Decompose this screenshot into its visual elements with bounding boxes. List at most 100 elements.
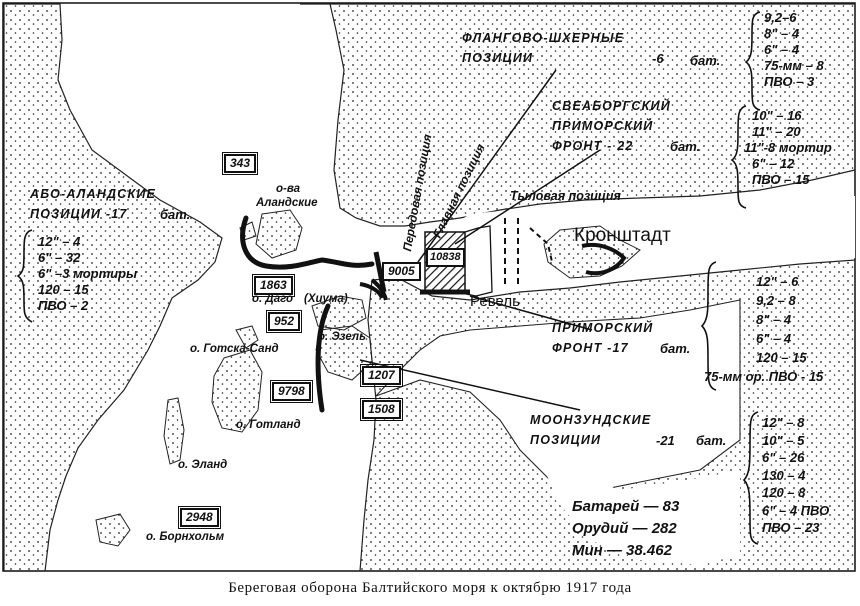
- abo-item: 120 – 15: [38, 282, 89, 297]
- sveaborg-list: 10" – 16 11" – 20 11"-8 мортир 6" – 12 П…: [744, 108, 832, 188]
- abo-title-1: АБО-АЛАНДСКИЕ: [30, 187, 157, 201]
- sveaborg-item: ПВО – 15: [752, 172, 810, 187]
- depth-box-1863: 1863: [252, 274, 295, 297]
- moon-item: 6" – 4 ПВО: [762, 502, 830, 518]
- aland-label-1: о-ва: [276, 183, 301, 195]
- moon-item: 10" – 5: [762, 432, 805, 448]
- sveaborg-unit: бат.: [670, 139, 701, 154]
- ezel-label: о. Эзель: [318, 331, 366, 343]
- depth-box-343: 343: [221, 152, 259, 175]
- depth-box-9005: 9005: [382, 262, 421, 281]
- bornholm-island: [95, 513, 131, 547]
- brace-primorsky: [700, 261, 717, 391]
- abo-list: 12" – 4 6" – 32 6" –3 мортиры 120 – 15 П…: [38, 234, 137, 314]
- primorsky-item: 120 – 15: [756, 350, 807, 365]
- depth-box-1508: 1508: [360, 398, 403, 421]
- totals-block: Батарей — 83 Орудий — 282 Мин — 38.462: [572, 496, 679, 562]
- abo-unit: бат.: [160, 207, 191, 222]
- oland-island: [163, 397, 185, 465]
- sweden-coast: [3, 3, 223, 572]
- primorsky-item: 12" – 6: [756, 274, 799, 289]
- aland-label-2: Аландские: [256, 197, 318, 209]
- flang-item: 9,2–6: [764, 10, 797, 25]
- flang-title-1: ФЛАНГОВО-ШХЕРНЫЕ: [462, 31, 625, 45]
- dago-arc: [359, 282, 384, 299]
- gulf-of-finland-water: [420, 196, 855, 296]
- primorsky-item: 9,2 – 8: [756, 293, 796, 308]
- moonsund-arc: [315, 303, 331, 413]
- moon-item: 12" – 8: [762, 415, 805, 430]
- primorsky-unit: бат.: [660, 341, 691, 356]
- moon-title-2: ПОЗИЦИИ: [530, 433, 602, 447]
- gotska-label: о. Готска-Санд: [190, 343, 279, 355]
- depth-box-952: 952: [265, 310, 303, 333]
- moon-item: 120 – 8: [762, 485, 806, 500]
- moon-title-1: МООНЗУНДСКИЕ: [530, 413, 652, 427]
- moon-unit: бат.: [696, 433, 727, 448]
- gotland-label: о. Готланд: [236, 419, 301, 431]
- sveaborg-title-1: СВЕАБОРГСКИЙ: [552, 99, 671, 113]
- depth-box-1207: 1207: [360, 364, 403, 387]
- leader-primorsky: [469, 295, 593, 331]
- moon-list: 12" – 8 10" – 5 6" – 26 130 – 4 120 – 8 …: [762, 414, 829, 537]
- dago-label: о. Даго: [252, 293, 293, 305]
- sveaborg-item: 11" – 20: [752, 124, 801, 139]
- moon-item: ПВО – 23: [762, 520, 820, 535]
- brace-sveaborg: [730, 105, 747, 209]
- southeast-bay: [540, 460, 740, 565]
- abo-item: 6" – 32: [38, 250, 81, 265]
- revel-label: Ревель: [470, 293, 520, 310]
- gotska-island: [235, 325, 259, 349]
- depth-box-2948: 2948: [178, 506, 221, 529]
- flang-title-2: ПОЗИЦИИ: [462, 51, 534, 65]
- sveaborg-item: 11"-8 мортир: [744, 140, 832, 155]
- primorsky-list: 12" – 6 9,2 – 8 8" – 4 6" – 4 120 – 15 7…: [704, 272, 823, 386]
- map-caption: Береговая оборона Балтийского моря к окт…: [228, 580, 632, 596]
- sveaborg-title-3: ФРОНТ - 22: [552, 139, 634, 153]
- leader-flang: [417, 69, 557, 263]
- abo-aland-arc: [240, 215, 375, 270]
- abo-item: 6" –3 мортиры: [38, 266, 138, 281]
- sveaborg-item: 6" – 12: [752, 156, 795, 171]
- sveaborg-title-2: ПРИМОРСКИЙ: [552, 119, 654, 133]
- moon-count: -21: [656, 433, 675, 448]
- gotland-island: [211, 349, 263, 433]
- depth-box-10838: 10838: [426, 248, 465, 267]
- totals-batteries: Батарей — 83: [572, 498, 680, 515]
- hiuma-label: (Хиума): [304, 293, 348, 305]
- forward-position-line: [373, 251, 387, 293]
- kronstadt-label: Кронштадт: [574, 225, 671, 246]
- rear-position-line: [464, 225, 493, 297]
- depth-box-9798: 9798: [270, 380, 313, 403]
- primorsky-item: 6" – 4: [756, 331, 792, 346]
- moon-item: 6" – 26: [762, 450, 805, 465]
- leader-sveaborg: [454, 149, 601, 245]
- abo-item: 12" – 4: [38, 234, 81, 249]
- abo-item: ПВО – 2: [38, 298, 89, 313]
- brace-abo: [16, 229, 33, 323]
- primorsky-item: 8" – 4: [756, 312, 792, 327]
- aland-island: [255, 209, 303, 259]
- flang-item: ПВО – 3: [764, 74, 815, 89]
- brace-flang: [744, 11, 761, 111]
- flang-count: -6: [652, 51, 664, 66]
- flang-item: 75-мм – 8: [764, 58, 824, 73]
- brace-moon: [742, 411, 759, 545]
- abo-title-2: ПОЗИЦИИ -17: [30, 207, 128, 221]
- primorsky-item: 75-мм ор. ПВО - 15: [704, 369, 824, 384]
- totals-mines: Мин — 38.462: [572, 542, 672, 559]
- primorsky-title-2: ФРОНТ -17: [552, 341, 629, 355]
- sveaborg-item: 10" – 16: [752, 108, 802, 123]
- flang-list: 9,2–6 8" – 4 6" – 4 75-мм – 8 ПВО – 3: [764, 10, 824, 90]
- gulf-of-riga: [375, 299, 741, 491]
- eland-label: о. Эланд: [178, 459, 228, 471]
- flang-item: 6" – 4: [764, 42, 800, 57]
- bornholm-label: о. Борнхольм: [146, 531, 225, 543]
- moon-item: 130 – 4: [762, 467, 806, 483]
- rear-position-label: Тыловая позиция: [510, 189, 621, 203]
- dago-island: [311, 295, 367, 331]
- flang-item: 8" – 4: [764, 26, 800, 41]
- flang-unit: бат.: [690, 53, 721, 68]
- finland-coast: [300, 3, 856, 227]
